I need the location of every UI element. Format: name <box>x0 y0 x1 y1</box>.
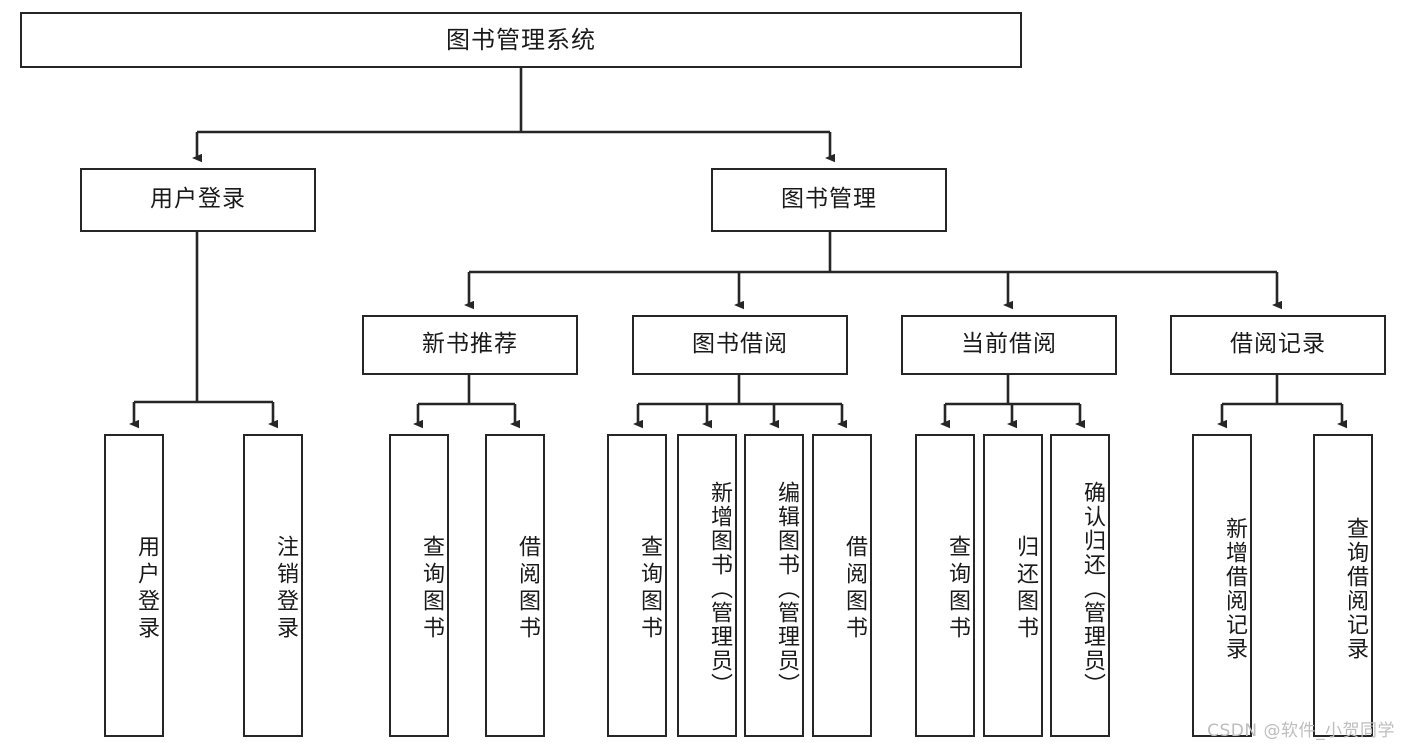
node-label: 借阅记录 <box>1230 331 1326 358</box>
node-label: 查询图书 <box>419 534 444 643</box>
node-label: 图书借阅 <box>692 331 788 358</box>
leaf-query-book-current[interactable]: 查询图书 <box>915 434 975 737</box>
node-new-book-recommend[interactable]: 新书推荐 <box>362 315 578 375</box>
node-book-borrow[interactable]: 图书借阅 <box>632 315 848 375</box>
node-label: 图书管理系统 <box>446 25 596 54</box>
node-label: 新增图书（管理员） <box>707 480 732 697</box>
node-label: 归还图书 <box>1013 534 1038 643</box>
node-label: 借阅图书 <box>515 534 540 643</box>
node-label: 借阅图书 <box>842 534 867 643</box>
leaf-add-book-admin[interactable]: 新增图书（管理员） <box>677 434 737 737</box>
watermark-text: CSDN @软件_小贺同学 <box>1207 721 1395 741</box>
node-user-login[interactable]: 用户登录 <box>80 168 316 232</box>
leaf-borrow-book-recommend[interactable]: 借阅图书 <box>485 434 545 737</box>
node-label: 新增借阅记录 <box>1222 516 1247 661</box>
node-label: 查询图书 <box>945 534 970 643</box>
node-root-book-management-system[interactable]: 图书管理系统 <box>20 12 1022 68</box>
node-label: 注销登录 <box>273 534 298 643</box>
node-label: 新书推荐 <box>422 331 518 358</box>
leaf-user-login[interactable]: 用户登录 <box>104 434 164 737</box>
node-label: 用户登录 <box>150 186 246 213</box>
node-label: 确认归还（管理员） <box>1080 480 1105 697</box>
leaf-edit-book-admin[interactable]: 编辑图书（管理员） <box>744 434 804 737</box>
node-label: 图书管理 <box>781 186 877 213</box>
leaf-query-book-recommend[interactable]: 查询图书 <box>389 434 449 737</box>
node-label: 用户登录 <box>134 534 159 643</box>
leaf-logout[interactable]: 注销登录 <box>243 434 303 737</box>
leaf-query-book-borrow[interactable]: 查询图书 <box>607 434 667 737</box>
leaf-add-borrow-record[interactable]: 新增借阅记录 <box>1192 434 1252 737</box>
leaf-borrow-book[interactable]: 借阅图书 <box>812 434 872 737</box>
node-label: 当前借阅 <box>961 331 1057 358</box>
node-label: 查询图书 <box>637 534 662 643</box>
leaf-confirm-return-admin[interactable]: 确认归还（管理员） <box>1050 434 1110 737</box>
leaf-return-book[interactable]: 归还图书 <box>983 434 1043 737</box>
leaf-query-borrow-record[interactable]: 查询借阅记录 <box>1313 434 1373 737</box>
node-borrow-records[interactable]: 借阅记录 <box>1170 315 1386 375</box>
node-book-management[interactable]: 图书管理 <box>711 168 947 232</box>
node-current-borrow[interactable]: 当前借阅 <box>901 315 1117 375</box>
node-label: 编辑图书（管理员） <box>774 480 799 697</box>
node-label: 查询借阅记录 <box>1343 516 1368 661</box>
